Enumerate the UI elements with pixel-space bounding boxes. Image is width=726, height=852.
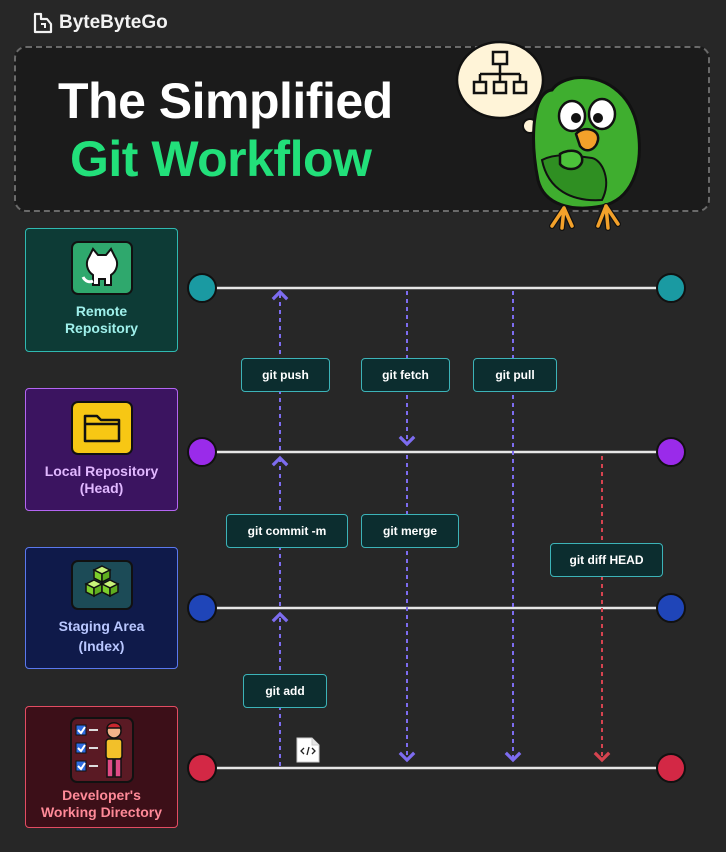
working-node-right (656, 753, 686, 783)
parrot-mascot-illustration (455, 40, 641, 231)
brand-logo: ByteByteGo (33, 10, 168, 36)
local-label-line-2: (Head) (79, 480, 124, 496)
staging-node-left (187, 593, 217, 623)
staging-label-line-1: Staging Area (58, 618, 145, 634)
title-line-2: Git Workflow (70, 131, 372, 187)
brand-name: ByteByteGo (59, 12, 168, 33)
local-node-left (187, 437, 217, 467)
dev-label-line-2: Working Directory (40, 804, 163, 820)
local-repository-card: Local Repository (Head) (25, 388, 178, 511)
remote-node-left (187, 273, 217, 303)
working-directory-card: Developer's Working Directory (25, 706, 178, 828)
remote-repository-card: Remote Repository (25, 228, 178, 352)
parrot-icon (532, 75, 641, 231)
local-label-line-1: Local Repository (44, 463, 159, 479)
working-node-left (187, 753, 217, 783)
git-merge-label: git merge (361, 514, 459, 548)
dev-label-line-1: Developer's (62, 787, 141, 803)
title-line-1: The Simplified (58, 73, 393, 129)
folder-icon (70, 401, 133, 455)
remote-node-right (656, 273, 686, 303)
git-diff-head-label: git diff HEAD (550, 543, 663, 577)
code-file-icon (296, 737, 320, 763)
git-push-label: git push (241, 358, 330, 392)
git-fetch-label: git fetch (361, 358, 450, 392)
git-pull-label: git pull (473, 358, 557, 392)
local-node-right (656, 437, 686, 467)
git-add-label: git add (243, 674, 327, 708)
git-commit-label: git commit -m (226, 514, 348, 548)
staging-area-card: Staging Area (Index) (25, 547, 178, 669)
bytebytego-logo-icon (33, 12, 53, 34)
github-octocat-icon (70, 241, 133, 295)
remote-label-line-1: Remote (75, 303, 128, 319)
staging-node-right (656, 593, 686, 623)
remote-label-line-2: Repository (64, 320, 139, 336)
developer-checklist-icon (69, 717, 134, 783)
stacked-cubes-icon (70, 560, 133, 610)
staging-label-line-2: (Index) (78, 638, 125, 654)
